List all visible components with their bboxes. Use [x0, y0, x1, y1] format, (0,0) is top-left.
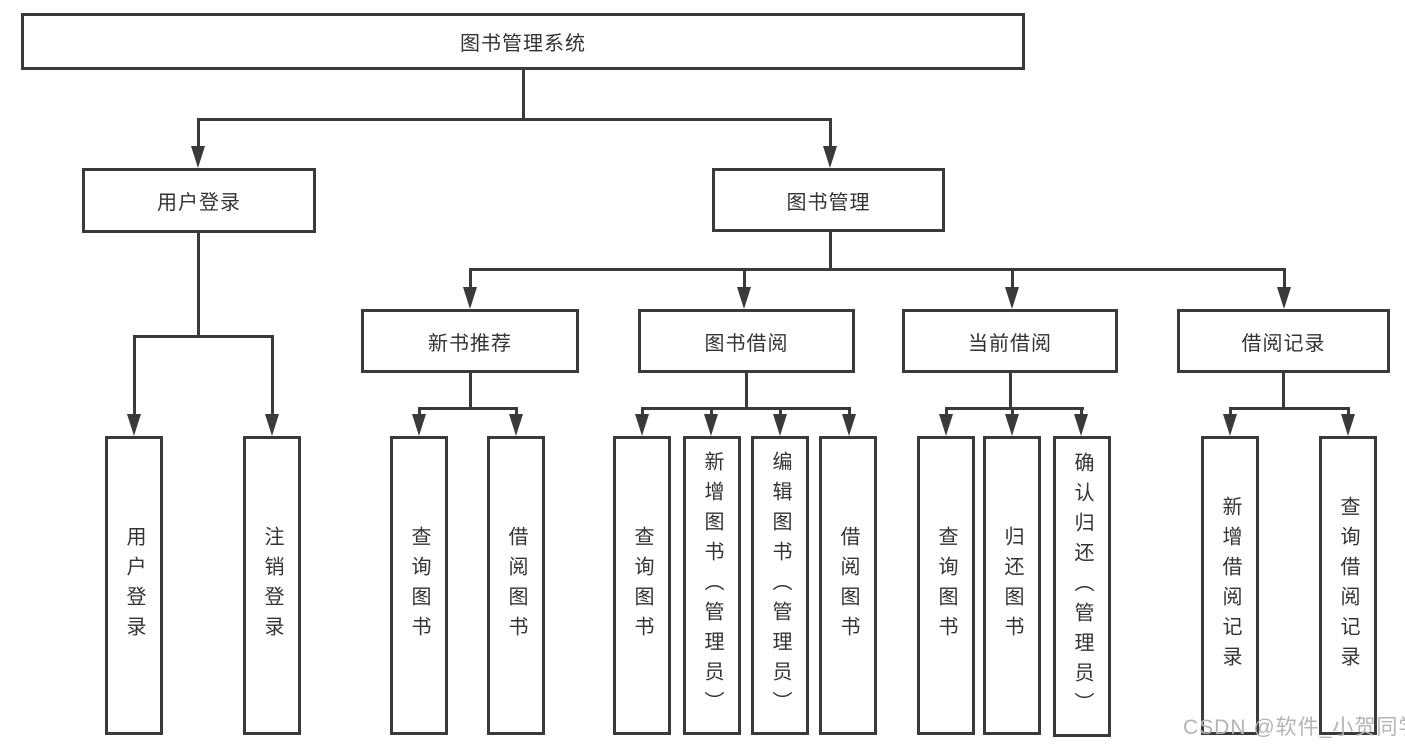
node-user-login-label: 用户登录: [157, 192, 241, 214]
arrowhead-br-leaf2: [1341, 414, 1355, 436]
leaf-edit-books-admin: 编辑图书（管理员）: [751, 436, 809, 735]
arrowhead-leaf-login: [127, 414, 141, 436]
leaf-add-borrow-record: 新增借阅记录: [1201, 436, 1259, 735]
leaf-query-books-borrow: 查询图书: [613, 436, 671, 735]
arrowhead-borrow-records: [1277, 287, 1291, 309]
connector-to-borrow-records: [1283, 268, 1286, 292]
connector-book-borrow-stem: [745, 373, 748, 410]
node-borrow-records: 借阅记录: [1177, 309, 1390, 373]
arrowhead-user-login: [191, 146, 205, 168]
connector-br-leaf2: [1347, 407, 1350, 419]
arrowhead-nb-leaf2: [509, 414, 523, 436]
connector-nb-leaf2: [515, 407, 518, 419]
node-current-borrow-label: 当前借阅: [968, 332, 1052, 355]
connector-to-leaf-login: [133, 335, 136, 417]
connector-bb-leaf2: [710, 407, 713, 419]
leaf-add-books-admin-label: 新增图书（管理员）: [701, 450, 723, 721]
leaf-query-borrow-record-label: 查询借阅记录: [1337, 495, 1359, 676]
node-borrow-records-label: 借阅记录: [1241, 332, 1326, 355]
node-new-book-recommend: 新书推荐: [361, 309, 579, 373]
leaf-add-borrow-record-label: 新增借阅记录: [1219, 495, 1241, 676]
leaf-logout: 注销登录: [243, 436, 301, 735]
connector-book-mgmt-branch: [469, 268, 1286, 271]
connector-new-book-stem: [469, 373, 472, 410]
connector-to-leaf-logout: [271, 335, 274, 417]
leaf-user-login-label: 用户登录: [123, 525, 145, 646]
arrowhead-bb-leaf4: [842, 414, 856, 436]
leaf-confirm-return-admin-label: 确认归还（管理员）: [1071, 451, 1093, 722]
leaf-borrow-books-label: 借阅图书: [837, 525, 859, 646]
leaf-borrow-books-recommend: 借阅图书: [487, 436, 545, 735]
node-book-borrow-label: 图书借阅: [704, 332, 789, 355]
arrowhead-bb-leaf3: [773, 414, 787, 436]
connector-to-current-borrow: [1011, 268, 1014, 292]
leaf-return-books: 归还图书: [983, 436, 1041, 735]
connector-borrow-records-stem: [1282, 373, 1285, 410]
node-user-login: 用户登录: [82, 168, 316, 233]
leaf-query-borrow-record: 查询借阅记录: [1319, 436, 1377, 735]
connector-to-user-login: [197, 118, 200, 150]
connector-to-new-book: [469, 268, 472, 292]
leaf-borrow-books-recommend-label: 借阅图书: [505, 525, 527, 646]
connector-cb-leaf1: [945, 407, 948, 419]
node-new-book-recommend-label: 新书推荐: [428, 332, 512, 355]
connector-new-book-branch: [418, 407, 518, 410]
connector-current-borrow-branch: [945, 407, 1084, 410]
connector-user-login-stem: [197, 233, 200, 337]
arrowhead-new-book: [463, 287, 477, 309]
arrowhead-br-leaf1: [1223, 414, 1237, 436]
leaf-add-books-admin: 新增图书（管理员）: [683, 436, 741, 735]
leaf-query-books-recommend: 查询图书: [390, 436, 448, 735]
node-current-borrow: 当前借阅: [902, 309, 1118, 373]
arrowhead-book-borrow: [737, 287, 751, 309]
node-library-system-label: 图书管理系统: [460, 33, 586, 55]
arrowhead-current-borrow: [1005, 287, 1019, 309]
leaf-query-books-current: 查询图书: [917, 436, 975, 735]
arrowhead-cb-leaf3: [1074, 414, 1088, 436]
arrowhead-cb-leaf1: [939, 414, 953, 436]
node-book-management: 图书管理: [712, 168, 945, 232]
csdn-watermark: CSDN @软件_小贺同学: [1183, 716, 1405, 739]
arrowhead-nb-leaf1: [412, 414, 426, 436]
connector-cb-leaf3: [1080, 407, 1083, 419]
leaf-edit-books-admin-label: 编辑图书（管理员）: [769, 450, 791, 721]
arrowhead-cb-leaf2: [1005, 414, 1019, 436]
leaf-query-books-current-label: 查询图书: [935, 525, 957, 646]
connector-cb-leaf2: [1011, 407, 1014, 419]
leaf-query-books-borrow-label: 查询图书: [631, 525, 653, 646]
connector-bb-leaf3: [779, 407, 782, 419]
connector-current-borrow-stem: [1009, 373, 1012, 410]
connector-to-book-mgmt: [829, 118, 832, 150]
leaf-borrow-books: 借阅图书: [819, 436, 877, 735]
connector-br-leaf1: [1229, 407, 1232, 419]
connector-to-book-borrow: [743, 268, 746, 292]
connector-bb-leaf1: [641, 407, 644, 419]
connector-borrow-records-branch: [1229, 407, 1350, 410]
connector-nb-leaf1: [418, 407, 421, 419]
arrowhead-leaf-logout: [265, 414, 279, 436]
leaf-user-login: 用户登录: [105, 436, 163, 735]
connector-root-branch: [197, 118, 832, 121]
node-book-management-label: 图书管理: [786, 191, 871, 214]
connector-book-mgmt-stem: [829, 232, 832, 271]
arrowhead-book-mgmt: [823, 146, 837, 168]
leaf-logout-label: 注销登录: [261, 525, 283, 646]
connector-root-stem: [522, 70, 525, 120]
connector-book-borrow-branch: [641, 407, 851, 410]
node-library-system: 图书管理系统: [21, 13, 1025, 70]
arrowhead-bb-leaf2: [704, 414, 718, 436]
connector-bb-leaf4: [848, 407, 851, 419]
leaf-query-books-recommend-label: 查询图书: [408, 525, 430, 646]
node-book-borrow: 图书借阅: [638, 309, 855, 373]
leaf-confirm-return-admin: 确认归还（管理员）: [1053, 436, 1111, 737]
leaf-return-books-label: 归还图书: [1001, 525, 1023, 646]
connector-user-login-branch: [133, 335, 274, 338]
arrowhead-bb-leaf1: [635, 414, 649, 436]
